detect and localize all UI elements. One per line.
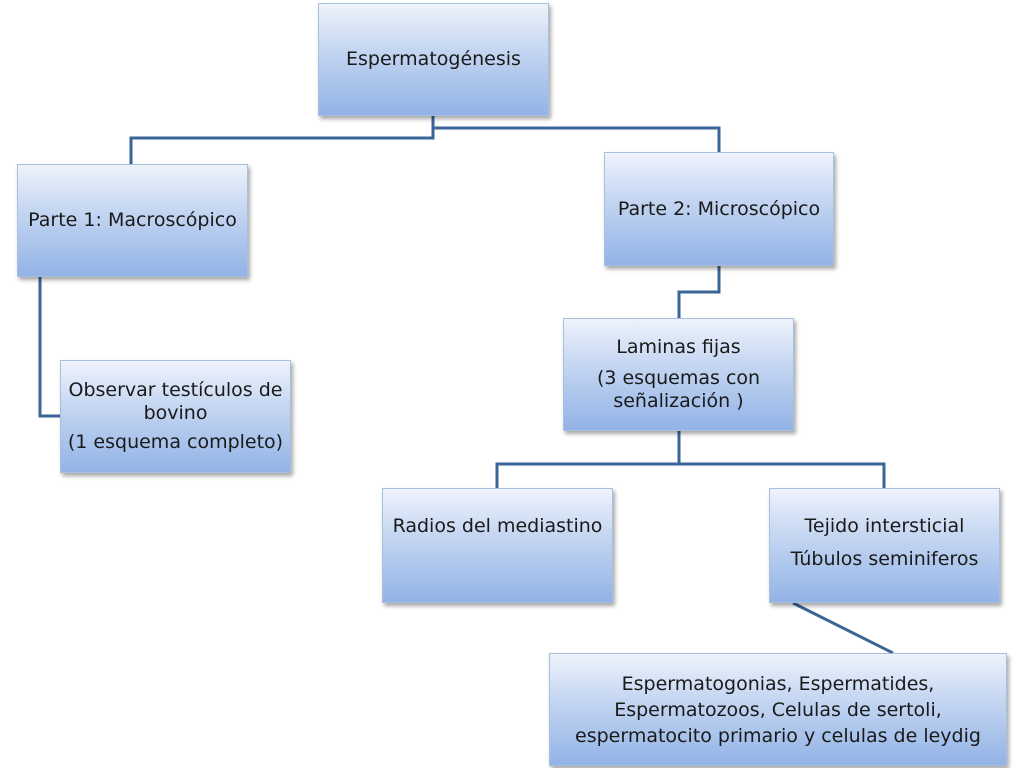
- node-espermatogenesis-label: Espermatogénesis: [346, 48, 521, 70]
- connector-laminas-to-tejido: [679, 462, 886, 488]
- node-parte-2-label: Parte 2: Microscópico: [617, 197, 821, 220]
- node-tejido-line-1: Tejido intersticial: [804, 515, 965, 537]
- node-celulas-line-2: Espermatozoos, Celulas de sertoli,: [614, 698, 942, 721]
- node-laminas-title: Laminas fijas: [616, 336, 741, 358]
- connector-laminas-to-radios: [495, 431, 681, 488]
- node-parte-1-macroscopico: Parte 1: Macroscópico: [17, 164, 248, 277]
- node-parte-2-microscopico: Parte 2: Microscópico: [604, 152, 834, 266]
- node-celulas-line-3: espermatocito primario y celulas de leyd…: [575, 724, 981, 747]
- connector-root-to-micro: [431, 116, 721, 152]
- node-laminas-fijas: Laminas fijas (3 esquemas con señalizaci…: [563, 318, 794, 431]
- node-celulas-list: Espermatogonias, Espermatides, Espermato…: [549, 653, 1007, 766]
- node-laminas-note: (3 esquemas con señalización ): [596, 367, 761, 412]
- node-radios-label: Radios del mediastino: [392, 515, 603, 537]
- node-observar-note: (1 esquema completo): [67, 431, 284, 453]
- node-radios-mediastino: Radios del mediastino: [382, 488, 613, 603]
- node-celulas-line-1: Espermatogonias, Espermatides,: [621, 672, 935, 695]
- node-observar-title: Observar testículos de bovino: [68, 379, 283, 424]
- node-tejido-line-2: Túbulos seminiferos: [790, 548, 979, 570]
- node-espermatogenesis: Espermatogénesis: [318, 3, 549, 116]
- connector-tejido-to-celulas: [792, 601, 894, 655]
- node-tejido-intersticial: Tejido intersticial Túbulos seminiferos: [769, 488, 1000, 603]
- connector-macro-to-observar: [38, 277, 60, 418]
- connector-root-to-macro: [129, 116, 435, 164]
- node-parte-1-label: Parte 1: Macroscópico: [28, 209, 237, 231]
- connector-micro-to-laminas: [677, 266, 721, 318]
- node-observar-testiculos: Observar testículos de bovino (1 esquema…: [60, 360, 291, 473]
